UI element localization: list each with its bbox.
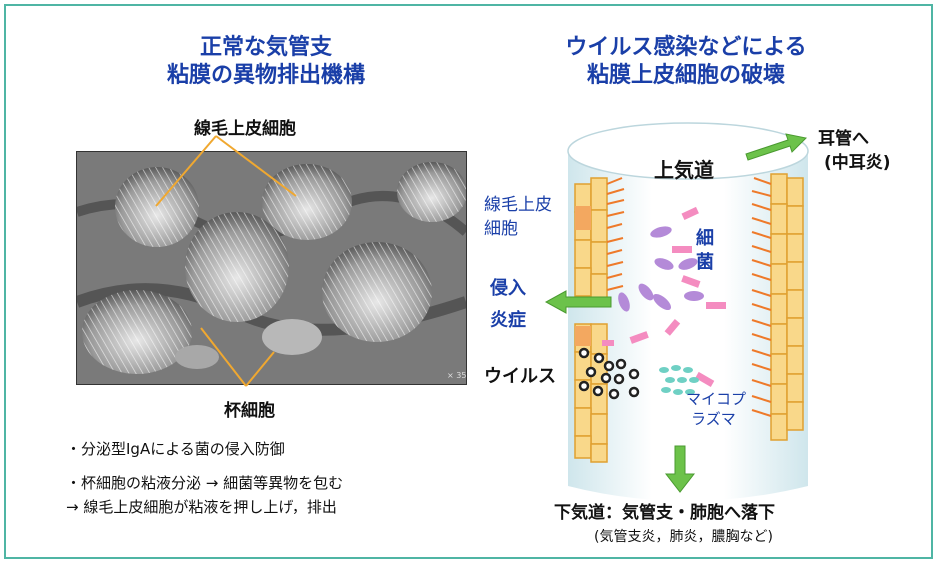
- mycoplasma-label-2: ラズマ: [691, 408, 736, 429]
- invasion-label: 侵入: [490, 274, 526, 300]
- inflammation-label: 炎症: [490, 306, 526, 332]
- virus-label: ウイルス: [484, 362, 556, 388]
- cilia-label-right-1: 線毛上皮: [484, 190, 552, 215]
- lower-diseases-label: (気管支炎，肺炎，膿胸など): [594, 526, 773, 546]
- right-cell-wall: [771, 174, 803, 440]
- lower-airway-label: 下気道：気管支・肺胞へ落下: [554, 498, 775, 523]
- upper-airway-label: 上気道: [654, 154, 714, 183]
- mycoplasma-label-1: マイコプ: [686, 388, 746, 409]
- cilia-label-right-2: 細胞: [484, 214, 518, 239]
- damaged-cell-2: [575, 326, 591, 346]
- airway-diagram: [6, 6, 931, 557]
- bacteria-label-2: 菌: [696, 248, 714, 274]
- ear-label-2: (中耳炎): [824, 148, 891, 173]
- ear-label-1: 耳管へ: [818, 124, 869, 149]
- figure-frame: 正常な気管支 粘膜の異物排出機構 線毛上皮細胞: [4, 4, 933, 559]
- bacteria-label-1: 細: [696, 224, 714, 250]
- damaged-cell-1: [575, 206, 591, 230]
